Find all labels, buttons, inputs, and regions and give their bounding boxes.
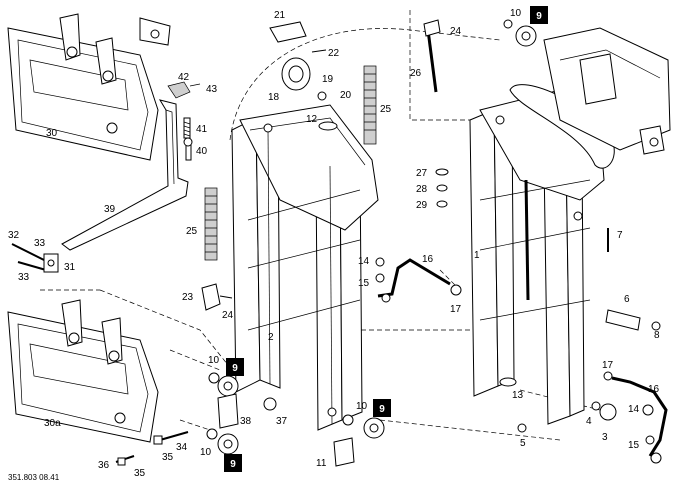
callout-7: 7: [617, 230, 623, 241]
callout-30: 30: [46, 128, 58, 139]
callout-10-d: 10: [356, 401, 368, 412]
boxed-callouts: 9 9 9 9: [224, 6, 548, 472]
callout-27: 27: [416, 168, 428, 179]
roller-top-right: [503, 19, 537, 47]
cylinder-6: [605, 228, 661, 331]
bolts-34-36: [115, 431, 189, 466]
boxed-callout-9-left-upper: 9: [226, 358, 244, 376]
chain-25-left: [204, 187, 218, 261]
callout-1: 1: [474, 250, 480, 261]
callout-10-a: 10: [510, 8, 522, 19]
callout-3: 3: [602, 432, 608, 443]
callout-8: 8: [654, 330, 660, 341]
svg-text:9: 9: [379, 404, 385, 415]
callout-25-b: 25: [380, 104, 392, 115]
callout-20: 20: [340, 90, 352, 101]
callout-31: 31: [64, 262, 76, 273]
callout-24-b: 24: [450, 26, 462, 37]
callout-13: 13: [512, 390, 524, 401]
callout-15-b: 15: [628, 440, 640, 451]
callout-10-b: 10: [208, 355, 220, 366]
callout-34: 34: [176, 442, 188, 453]
fork-39: [61, 99, 189, 251]
hose-16-right: [603, 371, 668, 464]
callout-16-b: 16: [648, 384, 660, 395]
boxed-callout-9-center: 9: [373, 399, 391, 417]
callout-33-a: 33: [34, 238, 46, 249]
callout-labels: 1 2 3 4 5 6 7 8 10 10 10 10 11 12 13 14 …: [8, 8, 660, 479]
pin-parts-31-33: [11, 243, 59, 273]
small-parts-40-43: [167, 81, 201, 161]
pulley-assembly-18-22: [269, 21, 338, 131]
callout-10-c: 10: [200, 447, 212, 458]
callout-21: 21: [274, 10, 286, 21]
callout-17-b: 17: [602, 360, 614, 371]
boxed-callout-9-left-lower: 9: [224, 454, 242, 472]
callout-29: 29: [416, 200, 428, 211]
callout-25-a: 25: [186, 226, 198, 237]
callout-14-b: 14: [628, 404, 640, 415]
chain-25-center: [363, 65, 377, 145]
outer-mast-2: [231, 104, 379, 431]
callout-33-b: 33: [18, 272, 30, 283]
svg-text:9: 9: [536, 11, 542, 22]
callout-42: 42: [178, 72, 190, 83]
callout-39: 39: [104, 204, 116, 215]
callout-43: 43: [206, 84, 218, 95]
callout-24-a: 24: [222, 310, 234, 321]
callout-40: 40: [196, 146, 208, 157]
callout-4: 4: [586, 416, 592, 427]
callout-18: 18: [268, 92, 280, 103]
callout-17-a: 17: [450, 304, 462, 315]
cylinder-rod-26: [423, 19, 441, 93]
callout-16-a: 16: [422, 254, 434, 265]
callout-6: 6: [624, 294, 630, 305]
callout-23: 23: [182, 292, 194, 303]
callout-41: 41: [196, 124, 208, 135]
boxed-callout-9-top-right: 9: [530, 6, 548, 24]
hose-16-center: [375, 257, 462, 303]
roller-assembly-left: [206, 372, 277, 455]
callout-19: 19: [322, 74, 334, 85]
callout-15-a: 15: [358, 278, 370, 289]
roller-bottom-right: [517, 401, 617, 433]
callout-37: 37: [276, 416, 288, 427]
document-number: 351.803 08.41: [8, 473, 60, 482]
washer-13: [499, 377, 517, 387]
roller-assembly-center: [333, 414, 385, 467]
callout-35-a: 35: [162, 452, 174, 463]
callout-36: 36: [98, 460, 110, 471]
svg-text:9: 9: [230, 459, 236, 470]
fork-carriage-30: [7, 13, 171, 161]
slide-block-23: [201, 283, 233, 311]
callout-35-b: 35: [134, 468, 146, 479]
callout-12: 12: [306, 114, 318, 125]
callout-14-a: 14: [358, 256, 370, 267]
callout-22: 22: [328, 48, 340, 59]
callout-5: 5: [520, 438, 526, 449]
washers-27-29: [435, 168, 449, 208]
fork-carriage-30a: [7, 299, 159, 443]
callout-38: 38: [240, 416, 252, 427]
callout-28: 28: [416, 184, 428, 195]
callout-11: 11: [316, 458, 327, 469]
callout-30a: 30a: [44, 418, 61, 429]
svg-text:9: 9: [232, 363, 238, 374]
callout-32: 32: [8, 230, 20, 241]
callout-2: 2: [268, 332, 274, 343]
carriage-top-right: [543, 27, 671, 155]
callout-26: 26: [410, 68, 422, 79]
